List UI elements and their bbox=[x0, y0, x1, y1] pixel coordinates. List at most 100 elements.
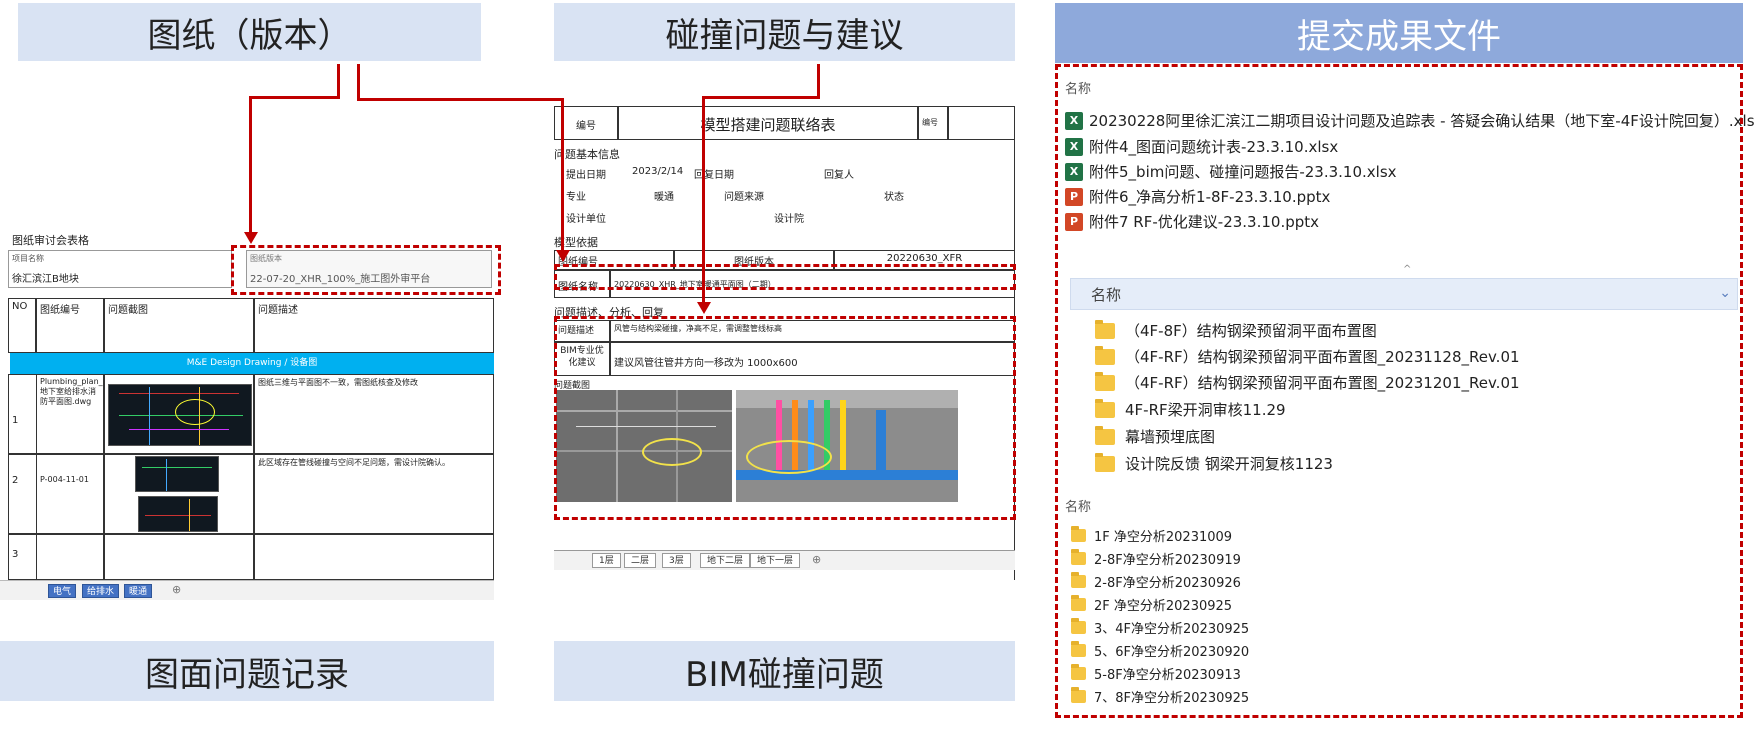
form-no-label: 编号 bbox=[918, 106, 948, 140]
sheet-tab-hvac[interactable]: 暖通 bbox=[124, 584, 153, 598]
row2-cad-thumbnail-bottom bbox=[138, 496, 218, 532]
folder-name: 设计院反馈 钢梁开洞复核1123 bbox=[1125, 455, 1333, 473]
date-value: 2023/2/14 bbox=[632, 166, 684, 177]
folder-row[interactable]: （4F-8F）结构钢梁预留洞平面布置图 bbox=[1095, 319, 1377, 341]
folder-row[interactable]: （4F-RF）结构钢梁预留洞平面布置图_20231128_Rev.01 bbox=[1095, 345, 1520, 367]
folder-icon bbox=[1095, 452, 1115, 472]
reply-label: 回复人 bbox=[824, 170, 854, 181]
connector-version-left bbox=[249, 96, 340, 99]
drawing-ver-value: 20220630_XFR bbox=[834, 250, 1015, 270]
row1-description-cell: 图纸三维与平面图不一致，需图纸核查及修改 bbox=[254, 374, 494, 454]
connector-drawing-right bbox=[357, 98, 564, 101]
connector-version-to-sheet bbox=[249, 96, 252, 234]
clearance-folder-row[interactable]: 5、6F净空分析20230920 bbox=[1071, 641, 1249, 660]
folder-name: 7、8F净空分析20230925 bbox=[1094, 691, 1250, 706]
chevron-down-icon[interactable]: ⌄ bbox=[1719, 285, 1731, 301]
project-cell: 项目名称 徐汇滨江B地块 bbox=[8, 250, 232, 288]
file-row-attachment-6[interactable]: P 附件6_净高分析1-8F-23.3.10.pptx bbox=[1065, 186, 1330, 207]
row3-code bbox=[36, 534, 104, 580]
clearance-folder-row[interactable]: 7、8F净空分析20230925 bbox=[1071, 687, 1249, 706]
excel-icon: X bbox=[1065, 162, 1083, 181]
folder-name: 1F 净空分析20231009 bbox=[1094, 530, 1233, 545]
folder-name: 2-8F净空分析20230919 bbox=[1094, 553, 1241, 568]
sheet-tab-electrical[interactable]: 电气 bbox=[48, 584, 77, 598]
header-code: 图纸编号 bbox=[36, 298, 104, 353]
sheet-tab-plumbing[interactable]: 给排水 bbox=[82, 584, 120, 598]
banner-submitted-files: 提交成果文件 bbox=[1055, 3, 1743, 63]
row2-description: 此区域存在管线碰撞与空间不足问题，需设计院确认。 bbox=[258, 458, 450, 467]
form-no-value bbox=[948, 106, 1015, 140]
row1-no: 1 bbox=[8, 374, 36, 454]
design-value: 设计院 bbox=[774, 214, 804, 225]
row1-code-text: Plumbing_plan_地下室给排水消防平面图.dwg bbox=[40, 377, 103, 406]
folder-row[interactable]: 幕墙预埋底图 bbox=[1095, 425, 1215, 447]
design-label: 设计单位 bbox=[566, 214, 606, 225]
folder-icon bbox=[1071, 595, 1086, 611]
file-row-attachment-5[interactable]: X 附件5_bim问题、碰撞问题报告-23.3.10.xlsx bbox=[1065, 161, 1397, 182]
folder-name: （4F-RF）结构钢梁预留洞平面布置图_20231201_Rev.01 bbox=[1125, 374, 1520, 392]
form-tab-1f[interactable]: 1层 bbox=[592, 553, 621, 568]
clearance-folder-row[interactable]: 1F 净空分析20231009 bbox=[1071, 526, 1232, 545]
folder-row[interactable]: 设计院反馈 钢梁开洞复核1123 bbox=[1095, 452, 1333, 474]
folder-icon bbox=[1095, 398, 1115, 418]
folder-row[interactable]: 4F-RF梁开洞审核11.29 bbox=[1095, 398, 1286, 420]
form-tab-b1[interactable]: 地下一层 bbox=[750, 553, 801, 568]
highlight-box-issue-description bbox=[554, 316, 1016, 520]
file-name: 附件6_净高分析1-8F-23.3.10.pptx bbox=[1089, 188, 1331, 206]
source-label: 问题来源 bbox=[724, 192, 764, 203]
highlight-box-submitted-files bbox=[1055, 64, 1743, 718]
header-description: 问题描述 bbox=[254, 298, 494, 353]
row3-description-cell bbox=[254, 534, 494, 580]
folder-icon bbox=[1095, 319, 1115, 339]
folder-icon bbox=[1095, 371, 1115, 391]
arrow-down-icon bbox=[556, 250, 570, 262]
form-tab-add-icon[interactable]: ⊕ bbox=[812, 553, 822, 566]
row1-screenshot-cell bbox=[104, 374, 254, 454]
folders2-name-header[interactable]: 名称 bbox=[1065, 500, 1092, 515]
folder-icon bbox=[1071, 664, 1086, 680]
file-name: 附件5_bim问题、碰撞问题报告-23.3.10.xlsx bbox=[1089, 163, 1397, 181]
form-tab-2f[interactable]: 二层 bbox=[624, 553, 657, 568]
folders-name-header[interactable]: 名称 ⌄ bbox=[1070, 278, 1738, 310]
arrow-down-icon bbox=[697, 302, 711, 314]
folder-icon bbox=[1071, 641, 1086, 657]
folder-row[interactable]: （4F-RF）结构钢梁预留洞平面布置图_20231201_Rev.01 bbox=[1095, 371, 1520, 393]
clearance-folder-row[interactable]: 5-8F净空分析20230913 bbox=[1071, 664, 1241, 683]
row2-code: P-004-11-01 bbox=[36, 454, 104, 534]
section-basic-info: 问题基本信息 bbox=[554, 148, 620, 161]
form-tab-3f[interactable]: 3层 bbox=[662, 553, 691, 568]
connector-clash-to-issue bbox=[702, 96, 705, 304]
clash-screenshot-plan bbox=[556, 390, 732, 502]
file-row-attachment-4[interactable]: X 附件4_图面问题统计表-23.3.10.xlsx bbox=[1065, 136, 1338, 157]
folder-name: 4F-RF梁开洞审核11.29 bbox=[1125, 401, 1286, 419]
arrow-down-icon bbox=[244, 232, 258, 244]
connector-clash-down bbox=[817, 64, 820, 98]
folder-icon bbox=[1095, 425, 1115, 445]
clearance-folder-row[interactable]: 2F 净空分析20230925 bbox=[1071, 595, 1232, 614]
connector-version-down bbox=[337, 64, 340, 98]
row2-description-cell: 此区域存在管线碰撞与空间不足问题，需设计院确认。 bbox=[254, 454, 494, 534]
reply-date-label: 回复日期 bbox=[694, 170, 734, 181]
drawing-no-label: 图纸编号 bbox=[554, 250, 674, 270]
connector-clash-left bbox=[702, 96, 820, 99]
clash-screenshot-3d bbox=[736, 390, 958, 502]
row1-description: 图纸三维与平面图不一致，需图纸核查及修改 bbox=[258, 378, 418, 387]
form-title: 模型搭建问题联络表 bbox=[618, 106, 918, 140]
folder-icon bbox=[1071, 687, 1086, 703]
row1-code: Plumbing_plan_地下室给排水消防平面图.dwg bbox=[36, 374, 104, 454]
clearance-folder-row[interactable]: 2-8F净空分析20230919 bbox=[1071, 549, 1241, 568]
clearance-folder-row[interactable]: 3、4F净空分析20230925 bbox=[1071, 618, 1249, 637]
form-tab-b2[interactable]: 地下二层 bbox=[700, 553, 751, 568]
row3-no: 3 bbox=[8, 534, 36, 580]
row1-cad-thumbnail bbox=[108, 384, 252, 446]
file-row-attachment-7[interactable]: P 附件7 RF-优化建议-23.3.10.pptx bbox=[1065, 211, 1319, 232]
files-name-header[interactable]: 名称 bbox=[1065, 82, 1092, 97]
banner-clash-issues-suggestions: 碰撞问题与建议 bbox=[554, 3, 1015, 61]
folder-icon bbox=[1071, 572, 1086, 588]
highlight-box-drawing-name bbox=[554, 264, 1016, 290]
sheet-tab-add-icon[interactable]: ⊕ bbox=[172, 583, 182, 596]
collapse-chevron-icon[interactable]: ^ bbox=[1403, 264, 1412, 275]
file-row-tracking-table[interactable]: X 20230228阿里徐汇滨江二期项目设计问题及追踪表 - 答疑会确认结果（地… bbox=[1065, 110, 1755, 131]
discipline-label: 专业 bbox=[566, 192, 586, 203]
clearance-folder-row[interactable]: 2-8F净空分析20230926 bbox=[1071, 572, 1241, 591]
